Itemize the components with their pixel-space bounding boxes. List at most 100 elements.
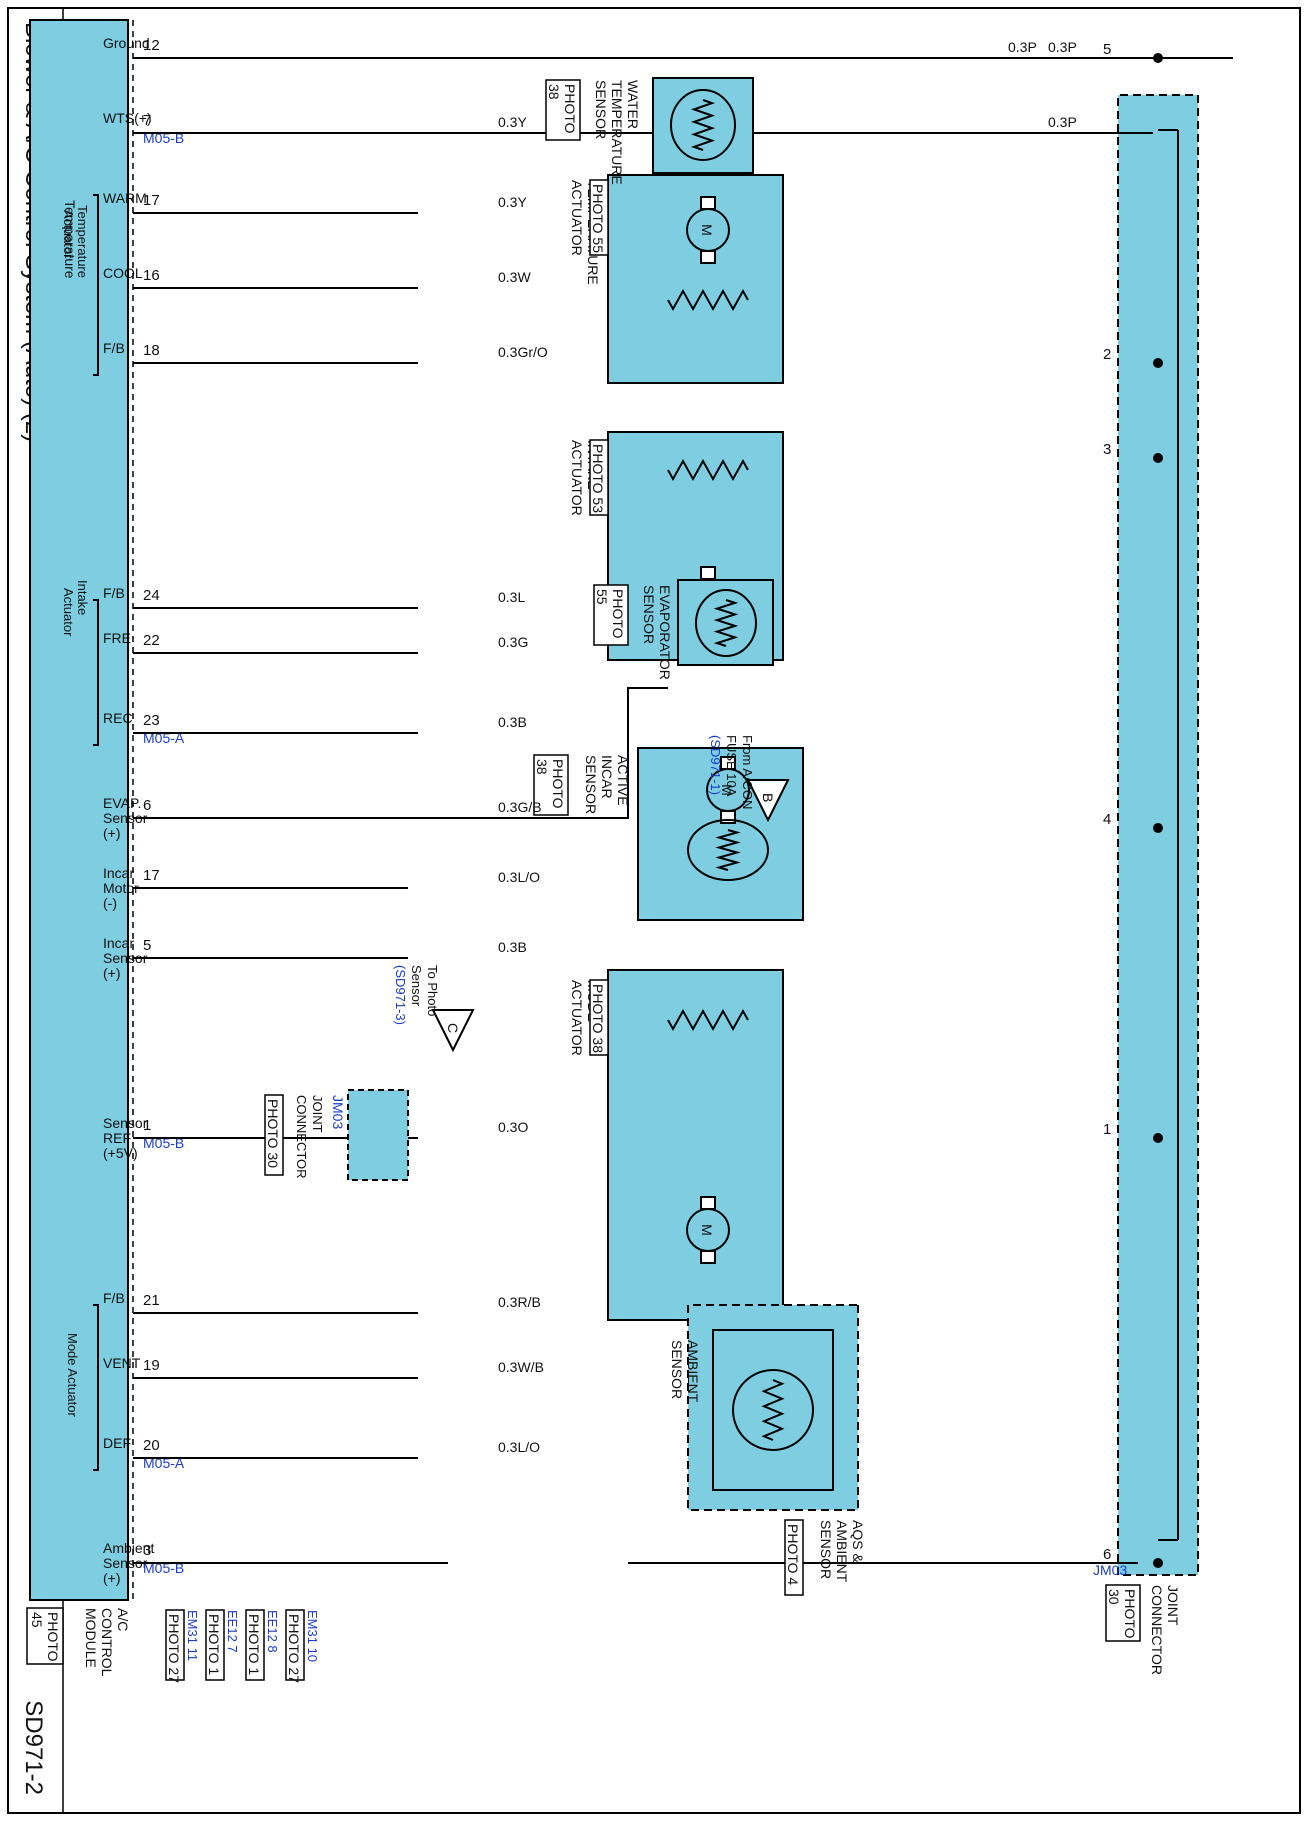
mode-act-photo-text: PHOTO 38	[590, 984, 606, 1053]
jm03-splice-conn: JM03	[330, 1095, 346, 1129]
ambient-thermistor	[761, 1379, 785, 1441]
inline-photo-text: PHOTO 27	[286, 1614, 302, 1683]
module-pin-number: 7	[143, 112, 151, 129]
module-pin-number: 6	[143, 797, 151, 814]
temp-actuator-resistor	[667, 288, 749, 312]
joint-pin-number: 4	[1103, 811, 1111, 828]
wire-gauge-label: 0.3L	[498, 589, 525, 605]
wire-gauge-label: 0.3Gr/O	[498, 344, 548, 360]
joint-dot	[1153, 1133, 1163, 1143]
joint-dot	[1153, 823, 1163, 833]
evap-name: SENSOR	[641, 585, 657, 644]
temperature-actuator	[607, 174, 784, 384]
jm03-splice-name: CONNECTOR	[294, 1095, 309, 1179]
ac-control-module	[29, 19, 129, 1601]
module-name: MODULE	[83, 1608, 99, 1668]
joint-photo	[1105, 1584, 1141, 1642]
water-temp-thermistor	[690, 99, 716, 151]
jm03-splice	[347, 1089, 409, 1181]
group-mode-label: Mode Actuator	[65, 1333, 80, 1417]
ambient-name: AQS &	[850, 1520, 866, 1563]
ref-c-text: Sensor	[409, 965, 424, 1007]
joint-dot	[1153, 358, 1163, 368]
joint-pin-number: 2	[1103, 346, 1111, 363]
inline-photo	[165, 1609, 185, 1681]
wire-gauge-label: 0.3G/B	[498, 799, 542, 815]
module-pin-label: F/B	[103, 585, 125, 601]
temp-act-photo	[589, 179, 609, 256]
group-bracket	[93, 194, 99, 376]
module-pin-label: Motor	[103, 880, 139, 896]
module-pin-label: Ambient	[103, 1540, 154, 1556]
ref-b-text: FUSE 10A	[724, 735, 739, 797]
joint-dot	[1153, 453, 1163, 463]
module-photo-text: PHOTO	[45, 1612, 61, 1662]
module-pin-label: FRE	[103, 630, 131, 646]
evap-photo	[593, 584, 629, 646]
mode-actuator-motor	[700, 1250, 716, 1264]
module-pin-label: REC	[103, 710, 133, 726]
jm03-splice-name: JOINT	[310, 1095, 325, 1133]
ref-c-ref: (SD971-3)	[393, 965, 408, 1025]
wire-gauge-label: 0.3G	[498, 634, 528, 650]
module-pin-label: WARM	[103, 190, 147, 206]
joint-name: JOINT	[1165, 1585, 1181, 1626]
wire-gauge-label: 0.3P	[1008, 39, 1037, 55]
module-pin-label: WTS(+)	[103, 110, 152, 126]
module-photo	[26, 1607, 64, 1665]
incar-motor-label: M	[719, 784, 735, 796]
incar-motor	[720, 756, 736, 770]
incar-thermistor	[715, 829, 741, 871]
joint-photo-text: PHOTO	[1122, 1589, 1138, 1639]
inline-photo	[245, 1609, 265, 1681]
joint-pin-number: 3	[1103, 441, 1111, 458]
ambient-thermistor	[732, 1369, 814, 1451]
inline-photo-text: PHOTO 1	[246, 1614, 262, 1675]
water-temp-thermistor	[670, 89, 736, 161]
module-pin-label: Ground	[103, 35, 150, 51]
module-pin-number: 17	[143, 192, 160, 209]
wts-photo-text: PHOTO	[562, 84, 578, 134]
module-pin-label: Incar	[103, 935, 134, 951]
ref-c-letter: C	[445, 1023, 461, 1033]
module-photo-text: 45	[29, 1612, 45, 1628]
module-pin-label: (-)	[103, 895, 117, 911]
wts-name: WATER	[625, 80, 641, 129]
wire-gauge-label: 0.3L/O	[498, 1439, 540, 1455]
group-bracket	[93, 1304, 99, 1471]
inline-connector: EM31 11	[185, 1610, 200, 1661]
ref-b-letter: B	[760, 793, 776, 802]
intake-act-photo-text: PHOTO 53	[590, 444, 606, 513]
wire-gauge-label: 0.3R/B	[498, 1294, 541, 1310]
joint-dot	[1153, 53, 1163, 63]
evap-photo-text: 55	[594, 589, 610, 605]
module-pin-label: VENT	[103, 1355, 141, 1371]
mode-act-photo	[589, 979, 609, 1056]
ambient-name: SENSOR	[818, 1520, 834, 1579]
module-name: CONTROL	[99, 1608, 115, 1677]
wire-gauge-label: 0.3B	[498, 714, 527, 730]
module-pin-label: (+)	[103, 825, 121, 841]
module-pin-number: 22	[143, 632, 160, 649]
module-pin-number: 17	[143, 867, 160, 884]
module-pin-number: 21	[143, 1292, 160, 1309]
wts-photo-text: 38	[546, 84, 562, 100]
wire-evap-1	[133, 687, 668, 819]
intake-actuator-resistor	[667, 458, 749, 482]
module-pin-number: 20	[143, 1437, 160, 1454]
group-temp: Temperature	[62, 200, 78, 279]
wire-gauge-label: 0.3W/B	[498, 1359, 544, 1375]
mode-act-name: ACTUATOR	[569, 980, 585, 1056]
module-name: A/C	[115, 1608, 131, 1631]
incar-photo-text: 38	[534, 759, 550, 775]
module-pin-label: Sensor	[103, 810, 148, 826]
joint-dot	[1153, 1558, 1163, 1568]
incar-thermistor	[687, 819, 769, 881]
wire-gauge-label: 0.3B	[498, 939, 527, 955]
group-intake-label: Intake	[75, 580, 90, 615]
module-pin-number: 5	[143, 937, 151, 954]
inline-connector: EM31 10	[305, 1610, 320, 1662]
